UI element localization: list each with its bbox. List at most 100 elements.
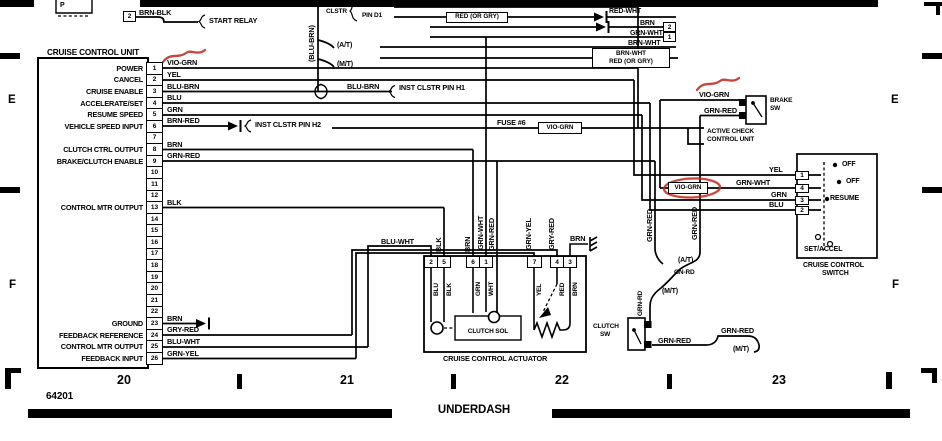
act-inner-grn: GRN	[475, 282, 482, 296]
sw-pin-3: 3	[795, 195, 809, 205]
act-pin-7: 7	[527, 256, 542, 268]
fn-ground: GROUND	[111, 319, 143, 328]
sw-wire-blu: BLU	[769, 200, 784, 209]
sw-pin-1: 1	[795, 170, 809, 180]
cruise-switch-title1: CRUISE CONTROL	[803, 261, 864, 269]
right-side-wires	[332, 99, 821, 353]
pinwire-brn-red: BRN-RED	[167, 116, 200, 125]
pinwire-yel: YEL	[167, 70, 181, 79]
pinwire-blu-wht: BLU-WHT	[167, 337, 200, 346]
pin-d1-label: PIN D1	[362, 12, 383, 19]
fn-vehicle-speed: VEHICLE SPEED INPUT	[64, 121, 143, 131]
footer-label: UNDERDASH	[437, 404, 511, 416]
top-pin-2: 2	[663, 22, 676, 32]
splice-symbols	[196, 11, 610, 330]
act-wire-blu-wht: BLU-WHT	[381, 236, 414, 246]
unit-pin-24: 24	[146, 328, 163, 342]
act-drop-brn: BRN	[463, 236, 472, 252]
pinwire-brn-gnd: BRN	[167, 313, 183, 323]
act-pin-3: 3	[563, 256, 577, 268]
boxed-label-line1: BRN-WHT	[615, 50, 647, 58]
col-label-21: 21	[340, 373, 354, 387]
wire-label-blk: BLK	[398, 0, 412, 6]
act-inner-brn: BRN	[572, 282, 579, 296]
row-label-e-left: E	[8, 94, 16, 106]
sw-pos-set-accel: SET/ACCEL	[804, 246, 843, 253]
dashed-wires	[58, 15, 825, 329]
row-label-f-left: F	[9, 279, 16, 291]
clutch-mt2-annotation: (M/T)	[733, 345, 749, 353]
col-label-22: 22	[555, 373, 569, 387]
switch-feed-label: VIO-GRN	[668, 182, 708, 194]
sw-wire-grn: GRN	[771, 190, 787, 199]
pinwire-blk: BLK	[167, 197, 182, 207]
pinwire-blu-brn: BLU-BRN	[167, 81, 200, 91]
clutch-out-grn-red-1: GRN-RED	[658, 335, 692, 345]
act-inner-blk: BLK	[446, 283, 453, 296]
act-pin-4: 4	[550, 256, 564, 268]
cruise-unit-title: CRUISE CONTROL UNIT	[47, 48, 140, 57]
pinwire-grn-yel: GRN-YEL	[167, 348, 199, 358]
fn-feedback-input: FEEDBACK INPUT	[81, 353, 143, 363]
fn-clutch-ctrl: CLUTCH CTRL OUTPUT	[63, 145, 143, 154]
sw-pin-2: 2	[795, 205, 809, 215]
wire-label-red-or-gry: RED (OR GRY)	[446, 11, 508, 23]
clutch-mt-annotation: (M/T)	[662, 288, 678, 295]
clutch-gn-rd-label: GN-RD	[674, 268, 695, 276]
page-frame-marks	[0, 0, 942, 418]
act-pin-2: 2	[424, 256, 438, 268]
h1-wire-label: BLU-BRN	[347, 82, 380, 91]
pinwire-gry-red: GRY-RED	[167, 325, 199, 334]
fn-resume-speed: RESUME SPEED	[87, 110, 143, 120]
instr-clstr-line2: CLSTR	[326, 8, 347, 15]
row-label-f-right: F	[892, 279, 899, 291]
boxed-label-line2: RED (OR GRY)	[609, 58, 653, 65]
clutch-sw-label1: CLUTCH	[593, 323, 619, 330]
figure-number: 64201	[46, 391, 74, 402]
relay-pin: 2	[123, 11, 136, 22]
act-pin-5: 5	[437, 256, 451, 268]
unit-pin-wires	[163, 7, 797, 360]
act-drop-blk: BLK	[434, 237, 443, 252]
brake-sw-label1: BRAKE	[770, 97, 793, 104]
fn-ctrl-mtr-output: CONTROL MTR OUTPUT	[60, 203, 143, 212]
sw-wire-yel: YEL	[769, 165, 783, 174]
act-inner-red: RED	[559, 282, 566, 296]
clutch-out-grn-red-2: GRN-RED	[721, 326, 755, 335]
clutch-drop-grn-rd: GRN-RD	[637, 290, 644, 316]
act-drop-grn-wht: GRN-WHT	[476, 215, 485, 250]
fn-feedback-ref: FEEDBACK REFERENCE	[59, 330, 143, 340]
brake-sw-label2: SW	[770, 105, 781, 112]
clutch-vert-grn-red-2: GRN-RED	[690, 206, 699, 240]
wire-label-grn-wht: GRN-WHT	[630, 29, 663, 37]
fuse-label: FUSE #6	[497, 118, 526, 127]
clutch-vert-grn-red-1: GRN-RED	[645, 208, 654, 242]
fn-cancel: CANCEL	[113, 75, 143, 85]
act-drop-grn-yel: GRN-YEL	[524, 218, 533, 250]
red-pen-marks	[161, 48, 741, 199]
sw-wire-grn-wht: GRN-WHT	[736, 178, 771, 187]
active-check-line2: CONTROL UNIT	[707, 136, 755, 143]
blu-brn-drop-label: (BLU-BRN)	[307, 25, 316, 62]
brake-wire-vio-grn: VIO-GRN	[699, 90, 730, 99]
fn-power: POWER	[116, 63, 143, 73]
fn-brake-clutch: BRAKE/CLUTCH ENABLE	[56, 156, 143, 166]
brake-wire-grn-red: GRN-RED	[704, 105, 738, 115]
fn-accelerate-set: ACCELERATE/SET	[80, 98, 143, 108]
wire-label-red-wht: RED-WHT	[609, 8, 641, 15]
switch-symbols	[430, 101, 842, 345]
at-annotation: (A/T)	[337, 42, 353, 49]
inst-clstr-h1-label: INST CLSTR PIN H1	[399, 83, 465, 92]
act-inner-wht: WHT	[488, 281, 495, 296]
sw-pos-off1: OFF	[842, 161, 856, 168]
unit-pin-19: 19	[146, 270, 163, 284]
relay-wire-label: BRN-BLK	[139, 8, 172, 17]
topbar-gap	[34, 0, 140, 19]
sw-pos-off2: OFF	[846, 178, 860, 185]
brace-glyphs	[197, 0, 396, 133]
fn-ctrl-mtr-output2: CONTROL MTR OUTPUT	[60, 342, 143, 352]
mt-annotation: (M/T)	[337, 61, 353, 68]
sw-pin-4: 4	[795, 183, 809, 193]
